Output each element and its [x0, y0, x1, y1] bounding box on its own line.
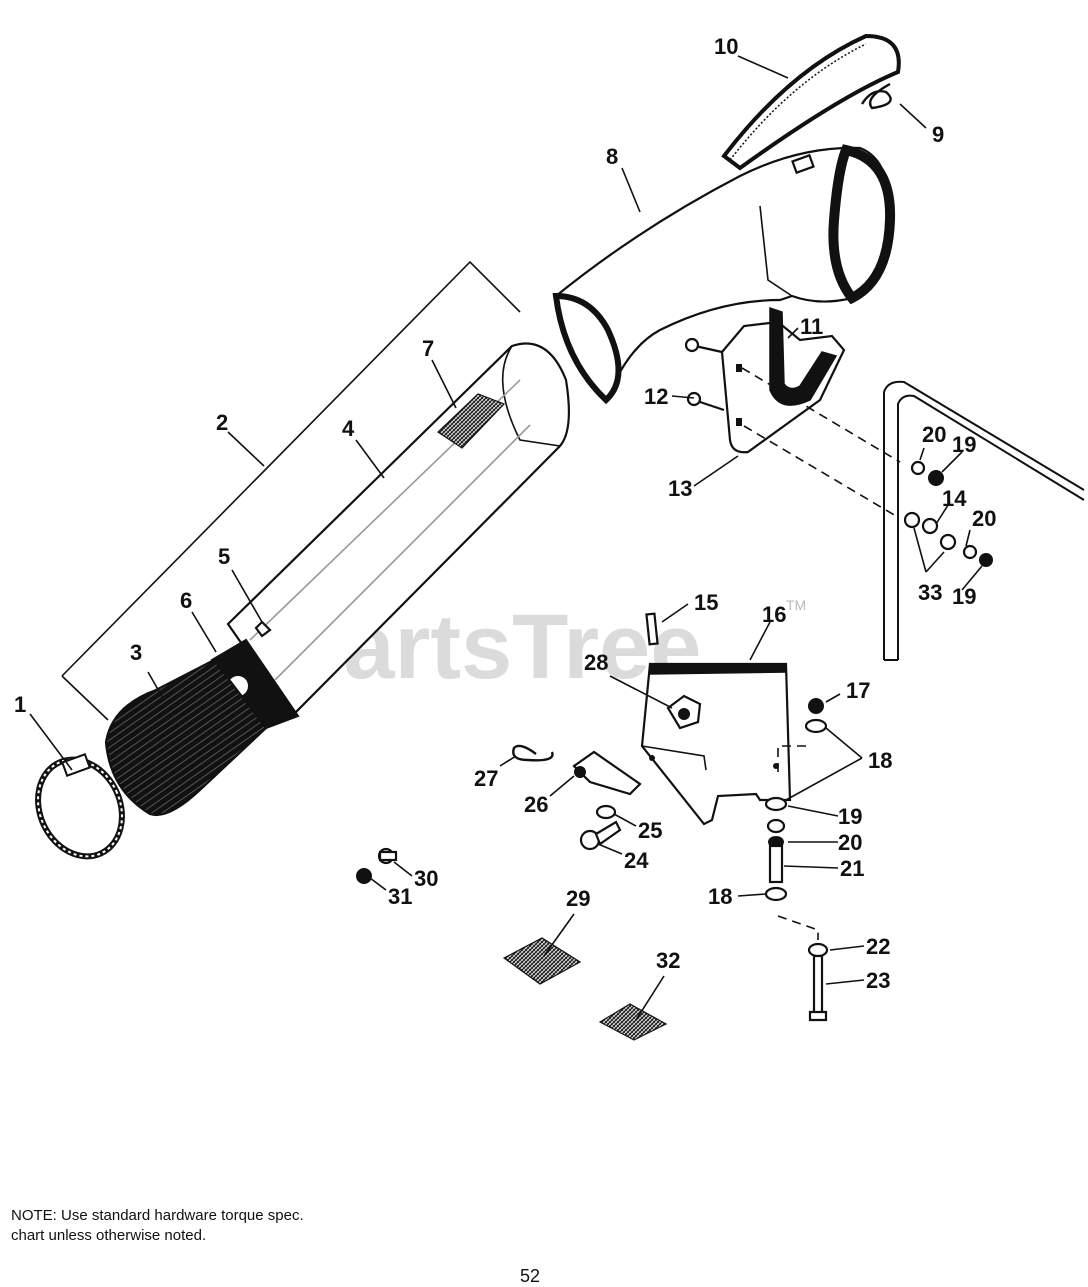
- callout-31: 31: [388, 884, 412, 909]
- watermark-tm: TM: [786, 597, 806, 613]
- callout-6: 6: [180, 588, 192, 613]
- part-5-screw: [254, 620, 272, 638]
- callout-10: 10: [714, 34, 738, 59]
- callout-19a: 19: [952, 432, 976, 457]
- callouts: 1 2 3 4 5 6 7 8 9 10 11 12 13 14 15 16 1…: [14, 34, 996, 993]
- callout-18a: 18: [868, 748, 892, 773]
- part-29-decal: [502, 937, 582, 985]
- part-24-bolt: [579, 820, 622, 851]
- callout-16: 16: [762, 602, 786, 627]
- part-10-seal: [721, 33, 901, 171]
- page-number: 52: [520, 1266, 541, 1286]
- part-13-bracket: [720, 306, 846, 454]
- dash-22: [777, 915, 819, 940]
- callout-2: 2: [216, 410, 228, 435]
- part-16-plate: [640, 662, 792, 826]
- callout-18b: 18: [708, 884, 732, 909]
- callout-20c: 20: [838, 830, 862, 855]
- callout-22: 22: [866, 934, 890, 959]
- frame-hardware: [903, 460, 993, 567]
- part-3-hose: [104, 658, 268, 817]
- callout-4: 4: [342, 416, 355, 441]
- callout-8: 8: [606, 144, 618, 169]
- leader-lines: [29, 55, 983, 1021]
- part-7-decal: [437, 393, 506, 449]
- part-8-elbow: [552, 144, 896, 405]
- callout-11: 11: [800, 314, 823, 339]
- callout-13: 13: [668, 476, 692, 501]
- hardware-note: NOTE: Use standard hardware torque spec.…: [11, 1207, 304, 1244]
- mount-line-upper: [741, 367, 901, 463]
- part-25-washer: [595, 804, 617, 820]
- callout-19b: 19: [952, 584, 976, 609]
- callout-1: 1: [14, 692, 26, 717]
- part-32-decal: [598, 1003, 668, 1041]
- callout-33: 33: [918, 580, 942, 605]
- callout-21: 21: [840, 856, 864, 881]
- callout-29: 29: [566, 886, 590, 911]
- part-12-bolts: [684, 337, 725, 412]
- callout-26: 26: [524, 792, 548, 817]
- part-31-nut: [356, 868, 372, 884]
- part-1-clamp: [35, 753, 125, 860]
- dash-17: [777, 745, 808, 772]
- part-15-pin: [645, 612, 659, 646]
- part-11-hook: [769, 306, 838, 406]
- part-30-bolt: [377, 847, 398, 865]
- callout-5: 5: [218, 544, 230, 569]
- callout-27: 27: [474, 766, 498, 791]
- callout-15: 15: [694, 590, 718, 615]
- frame-tube: [883, 380, 1085, 661]
- part-4-tube: [226, 342, 570, 718]
- callout-9: 9: [932, 122, 944, 147]
- part-26-link: [572, 750, 642, 796]
- callout-20b: 20: [972, 506, 996, 531]
- callout-17: 17: [846, 678, 870, 703]
- part-27-s-hook: [512, 744, 554, 762]
- callout-25: 25: [638, 818, 662, 843]
- callout-3: 3: [130, 640, 142, 665]
- callout-14: 14: [942, 486, 967, 511]
- assembly-bracket-2: [61, 260, 521, 721]
- callout-19c: 19: [838, 804, 862, 829]
- callout-28: 28: [584, 650, 608, 675]
- callout-7: 7: [422, 336, 434, 361]
- part-9-clip: [860, 82, 892, 110]
- callout-20a: 20: [922, 422, 946, 447]
- callout-12: 12: [644, 384, 668, 409]
- callout-23: 23: [866, 968, 890, 993]
- hardware-stack: [764, 698, 829, 1022]
- callout-32: 32: [656, 948, 680, 973]
- callout-24: 24: [624, 848, 649, 873]
- callout-30: 30: [414, 866, 438, 891]
